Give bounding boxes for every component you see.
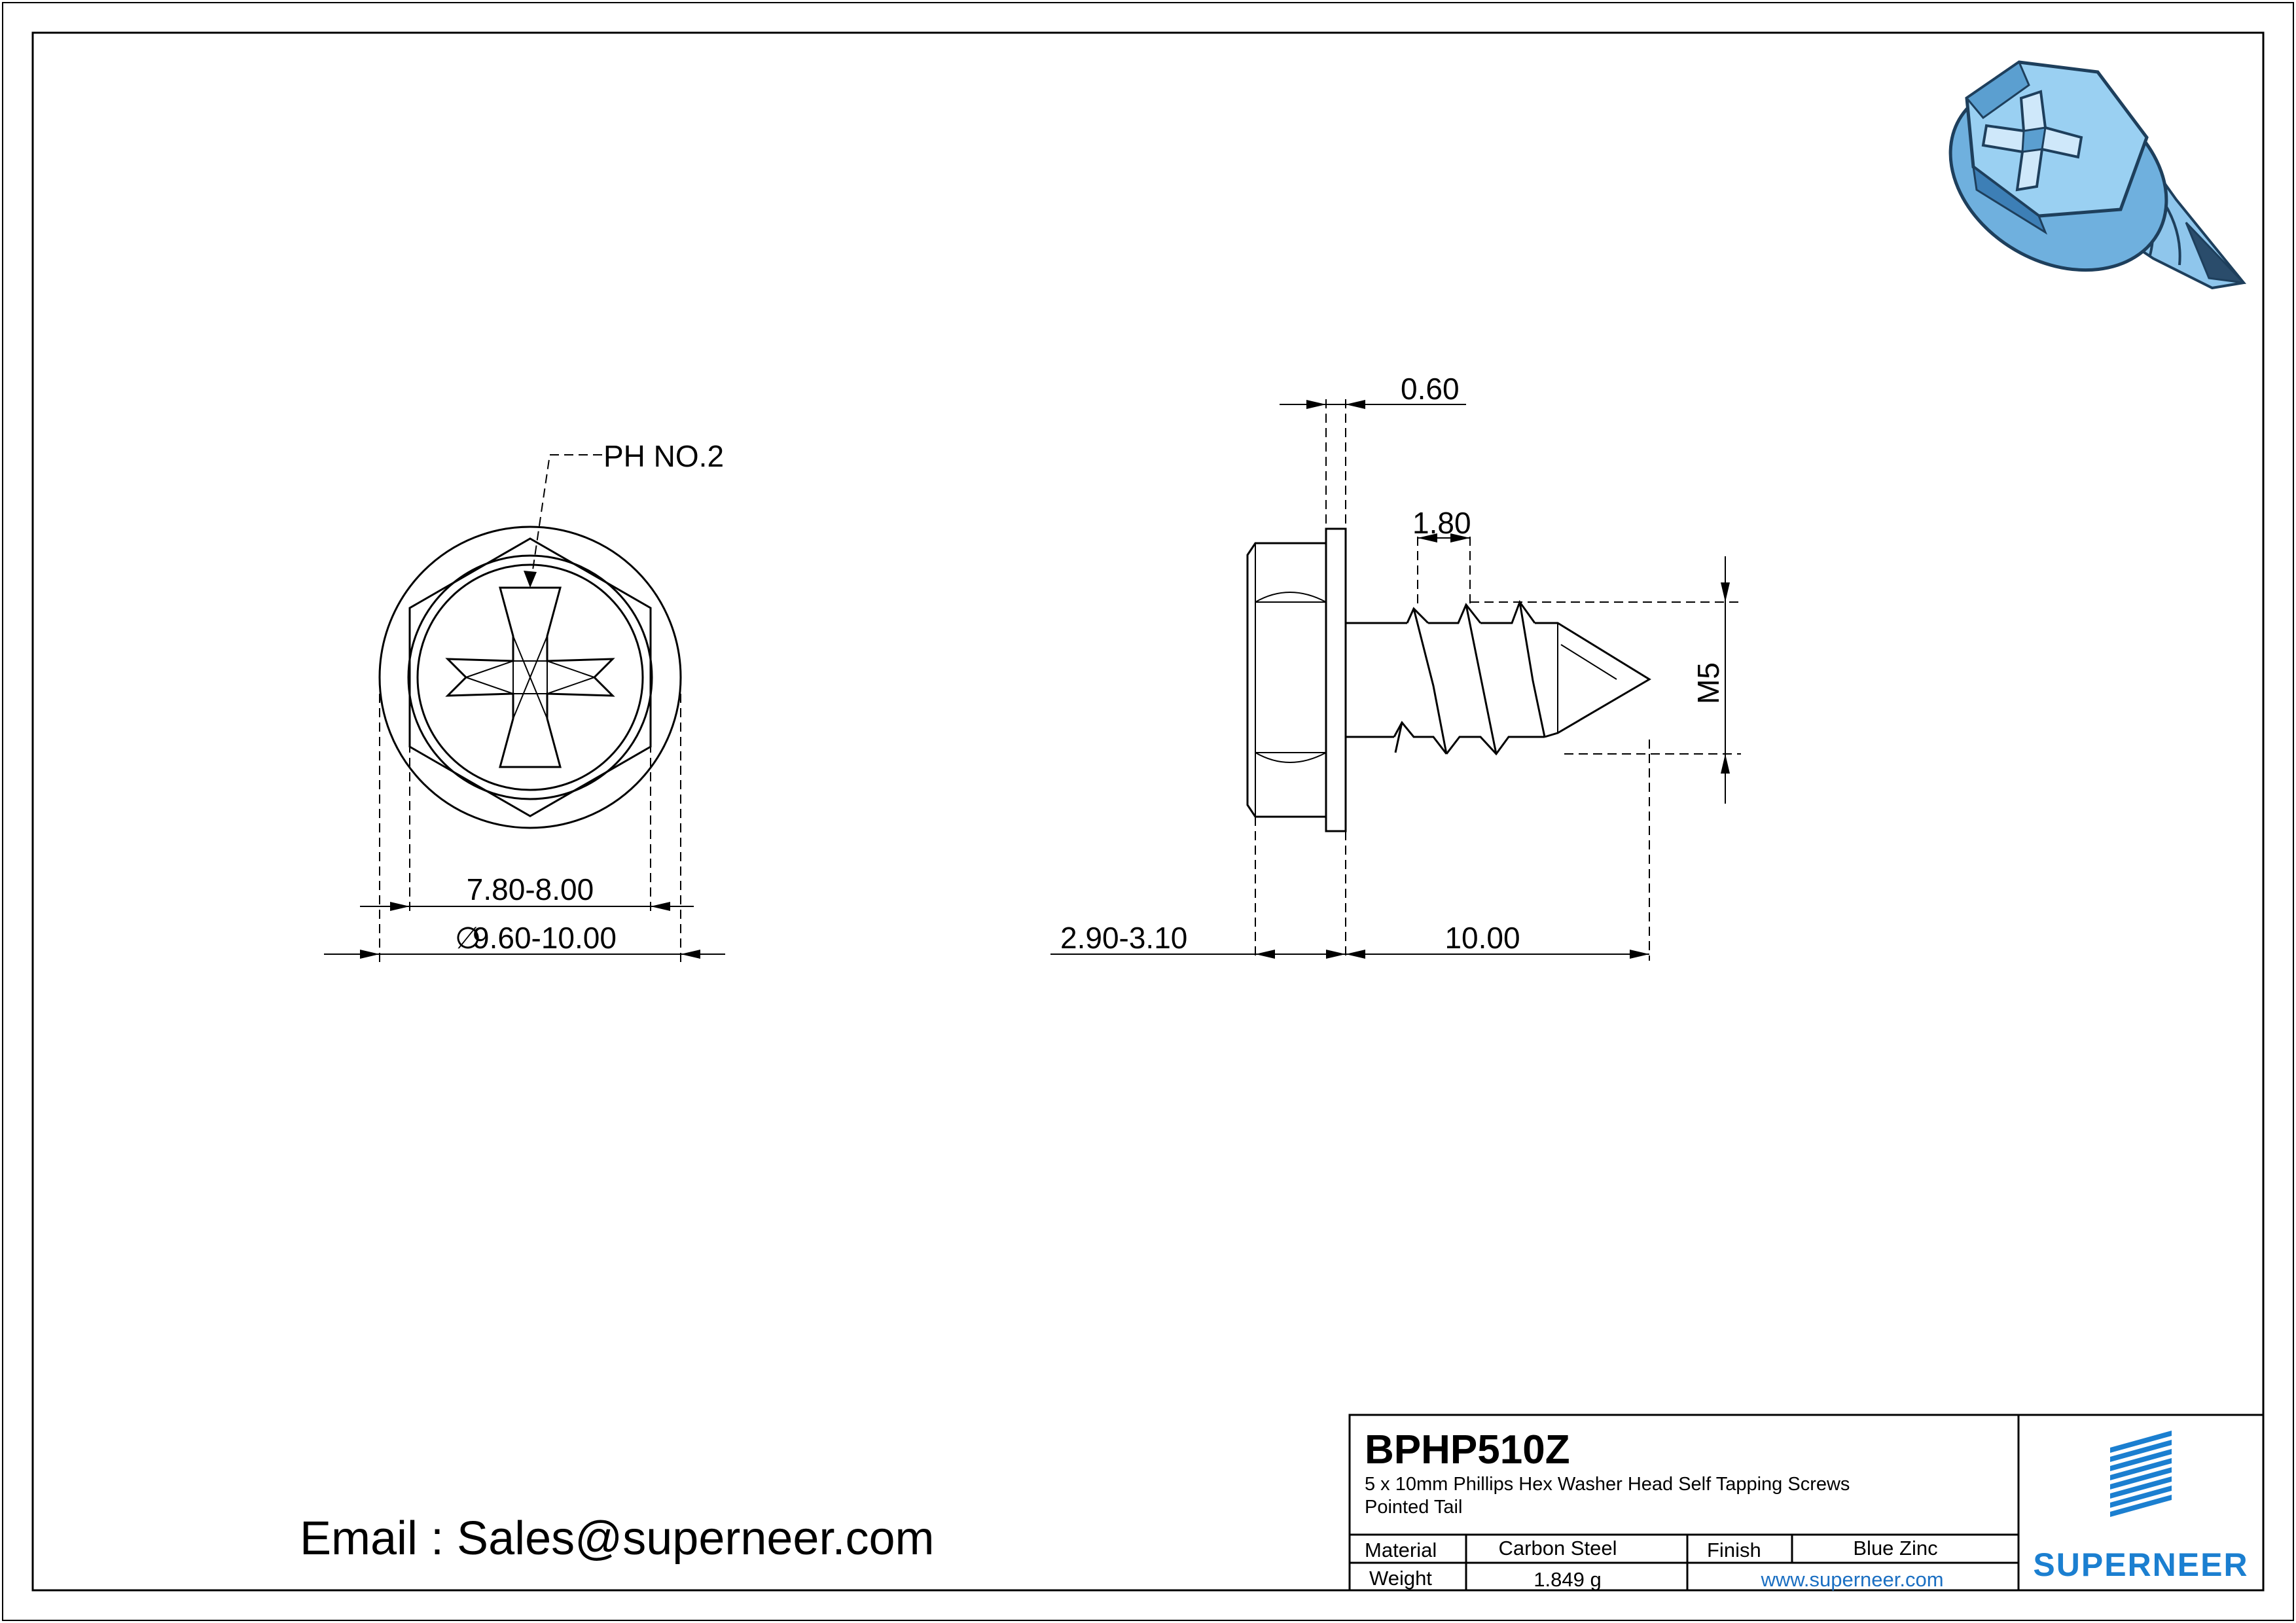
diameter-symbol: ∅ [455,921,481,955]
washer-outline [378,526,682,829]
head-circle-outer [407,554,653,800]
material-value: Carbon Steel [1499,1537,1617,1560]
thread-pitch-dim: 1.80 [1412,506,1471,540]
inner-border [31,31,2265,1592]
email-line[interactable]: Email : Sales@superneer.com [300,1512,935,1565]
description-line1: 5 x 10mm Phillips Hex Washer Head Self T… [1365,1474,1850,1495]
length-dim: 10.00 [1444,921,1520,955]
washer-diameter-dim: 9.60-10.00 [473,921,617,955]
head-circle-inner [416,563,644,791]
website-link[interactable]: www.superneer.com [1760,1568,1943,1591]
across-flats-dim: 7.80-8.00 [467,872,594,906]
weight-label: Weight [1369,1567,1432,1590]
weight-value: 1.849 g [1534,1568,1601,1591]
brand-name: SUPERNEER [2033,1546,2248,1583]
pointed-tail [1535,622,1651,738]
washer-side [1325,527,1347,832]
stacked-stripes-logo-icon [2110,1431,2172,1517]
side-view: 0.60 1.80 M5 2.90-3.10 10.00 [1050,372,1741,961]
material-label: Material [1365,1539,1437,1561]
hex-outline [408,537,652,817]
finish-value: Blue Zinc [1853,1537,1937,1560]
head-height-dim: 2.90-3.10 [1060,921,1187,955]
hex-head-side [1246,542,1327,818]
drive-label: PH NO.2 [603,439,724,473]
title-block: BPHP510Z 5 x 10mm Phillips Hex Washer He… [1348,1414,2265,1592]
screw-3d-render-icon [1948,60,2247,290]
description-line2: Pointed Tail [1365,1497,1462,1518]
front-view: PH NO.2 7.80-8.00 ∅ 9.60-10.00 [324,439,725,962]
thread-size-dim: M5 [1691,662,1725,704]
part-number: BPHP510Z [1365,1427,1570,1472]
finish-label: Finish [1707,1539,1761,1561]
washer-thickness-dim: 0.60 [1401,372,1460,406]
